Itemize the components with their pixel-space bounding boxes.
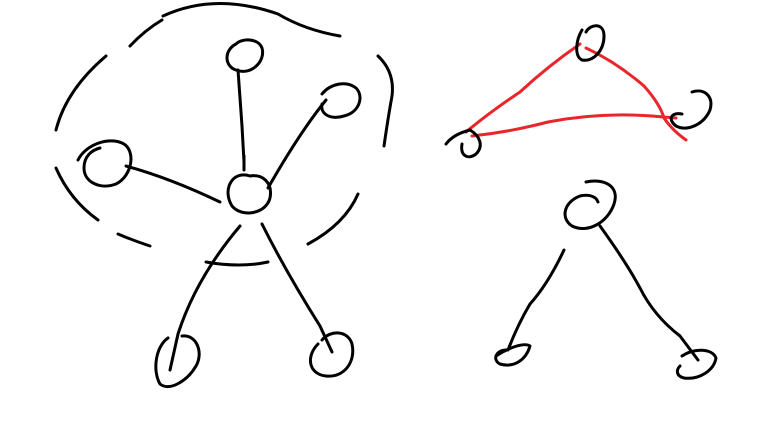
dashed-boundary: [54, 2, 394, 267]
triangle-node-top: [575, 24, 606, 62]
path-graph: [494, 179, 718, 380]
leaf-node-top-right: [320, 82, 362, 119]
leaf-node-bottom-right: [309, 331, 355, 378]
leaf-node-top: [225, 38, 265, 73]
triangle-graph: [444, 24, 713, 159]
red-edge-top-left: [464, 42, 582, 134]
hub-node: [226, 173, 272, 215]
red-edge-top-right: [584, 46, 688, 142]
path-node-bottom-left: [494, 343, 532, 367]
edge-hub-bottom-left: [168, 224, 242, 372]
path-node-bottom-right: [675, 348, 718, 380]
triangle-node-right: [669, 89, 713, 130]
leaf-node-left: [76, 139, 133, 188]
edge-hub-left: [124, 164, 222, 204]
path-node-top: [563, 179, 617, 230]
path-edge-left: [506, 248, 566, 352]
edge-hub-bottom-right: [260, 222, 334, 354]
triangle-node-left: [444, 128, 482, 159]
edge-hub-top: [236, 68, 246, 164]
leaf-node-bottom-left: [154, 334, 201, 389]
path-edge-right: [598, 224, 700, 362]
red-edge-bottom: [470, 113, 678, 138]
star-graph: [54, 2, 394, 389]
edge-hub-top-right: [266, 98, 328, 190]
